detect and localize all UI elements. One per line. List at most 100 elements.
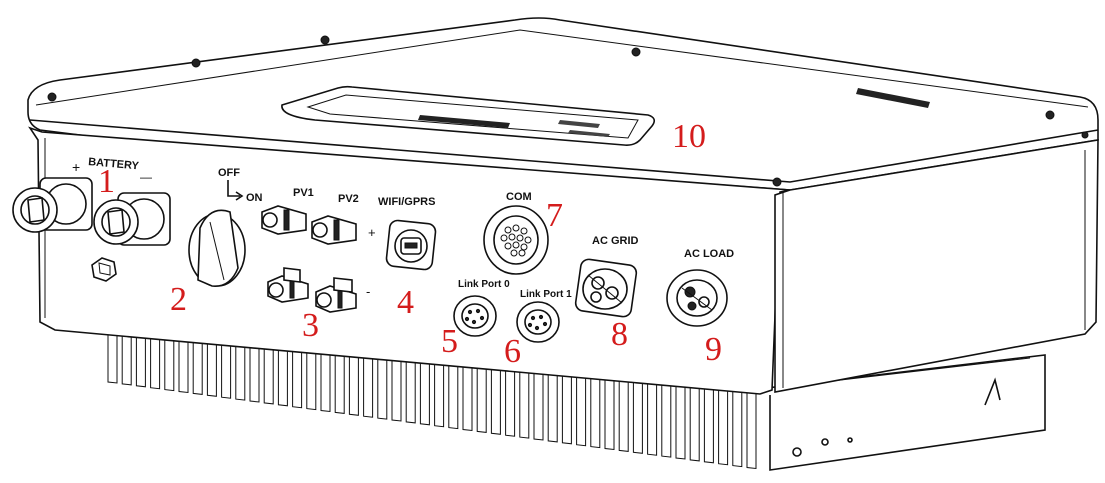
fin [703,376,714,464]
fin [561,363,572,445]
switch-on-label: ON [246,192,263,204]
ac-grid-label: AC GRID [592,235,639,247]
com-label: COM [506,191,532,203]
fin [647,371,658,456]
fin [576,364,587,447]
ac-load-port [666,269,728,327]
battery-plus-sign: + [72,159,80,175]
com-pin [510,249,518,257]
switch-off-label: OFF [218,167,240,179]
mounting-bracket [749,354,1046,471]
com-pin [520,227,528,235]
pv-minus-sign: - [366,284,370,299]
callout-4: 4 [397,284,414,321]
battery-label: BATTERY [88,156,140,172]
fin [718,377,729,466]
callout-7: 7 [546,197,563,234]
com-pin [504,242,512,250]
fin [746,380,757,470]
fin [377,346,388,420]
battery-connector-positive [12,177,93,233]
fin [235,333,246,401]
fin [618,368,629,452]
pv2-label: PV2 [338,193,359,205]
fin [476,355,487,433]
fin [732,379,743,468]
ac-grid-port [574,258,638,318]
fin [306,340,317,411]
fin [363,345,374,418]
fin [490,357,501,435]
fin [462,354,473,432]
link-port-0-label: Link Port 0 [458,279,510,290]
link-port-1 [516,301,560,343]
com-pin [512,241,520,249]
fin [192,329,203,395]
heat-sink-fins [107,322,757,470]
fin [675,374,686,460]
pv-plus-sign: + [368,225,376,240]
switch-arrow [227,180,240,197]
fin [505,358,516,437]
fin [249,335,260,403]
wifi-gprs-port [385,219,437,271]
fin [604,367,615,451]
fin [121,323,132,386]
callout-1: 1 [98,163,115,200]
fin [689,375,700,462]
fin [164,327,175,392]
fin [533,361,544,441]
fin [221,332,232,399]
callout-2: 2 [170,281,187,318]
fin [405,349,416,424]
link-port-1-label: Link Port 1 [520,289,572,300]
fin [448,353,459,430]
fin [434,351,445,428]
pv2-connectors [311,215,357,313]
pv1-label: PV1 [293,187,314,199]
fin [590,366,601,449]
fin [107,322,118,384]
fin [391,348,402,422]
com-pin [518,249,526,257]
battery-connector-negative [93,192,171,246]
hex-plug [91,257,117,282]
fin [320,341,331,413]
fin [150,325,161,390]
fin [292,338,303,409]
fin [206,331,217,397]
fin [348,344,359,416]
com-pins [500,224,532,257]
fin [135,324,146,388]
callout-8: 8 [611,316,628,353]
fin [419,350,430,426]
inverter-body [27,17,1099,395]
callout-9: 9 [705,331,722,368]
com-pin [508,233,516,241]
com-port [483,205,549,275]
dc-switch-knob [188,209,246,287]
callout-6: 6 [504,333,521,370]
com-pin [516,234,524,242]
fin [632,370,643,454]
battery-minus-sign: — [140,170,152,184]
com-pin [512,224,520,232]
fin [334,342,345,414]
callout-10: 10 [672,118,706,155]
com-pin [520,243,528,251]
callout-5: 5 [441,323,458,360]
fin [519,359,530,439]
com-pin [524,236,532,244]
fin [547,362,558,443]
com-pin [500,234,508,242]
fin [263,336,274,405]
ac-load-label: AC LOAD [684,248,734,260]
link-port-0 [453,295,497,337]
wifi-gprs-label: WIFI/GPRS [378,196,435,208]
fin [277,337,288,407]
callout-3: 3 [302,307,319,344]
fin [661,372,672,458]
fin [178,328,189,394]
com-pin [504,226,512,234]
